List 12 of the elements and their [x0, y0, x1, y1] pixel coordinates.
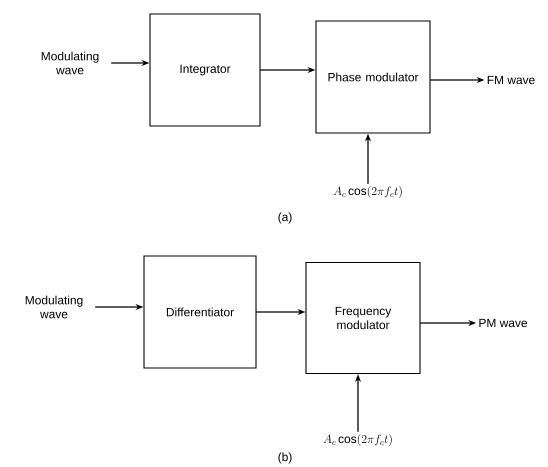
signal-label: PM wave: [479, 318, 528, 328]
block-box: Integrator: [149, 13, 261, 127]
signal-label: FM wave: [488, 76, 535, 84]
subfigure-label: (b): [278, 452, 292, 464]
block-box: Differentiator: [143, 255, 257, 369]
signal-label: Modulating wave: [42, 52, 98, 74]
block-box: Frequency modulator: [305, 262, 421, 374]
carrier-formula: $A_c \cos (2\pi f_c t)$: [334, 186, 402, 198]
block-box: Phase modulator: [315, 20, 431, 134]
carrier-formula: $A_c \cos (2\pi f_c t)$: [324, 434, 392, 446]
signal-label: Modulating wave: [26, 296, 82, 318]
subfigure-label: (a): [278, 212, 292, 224]
